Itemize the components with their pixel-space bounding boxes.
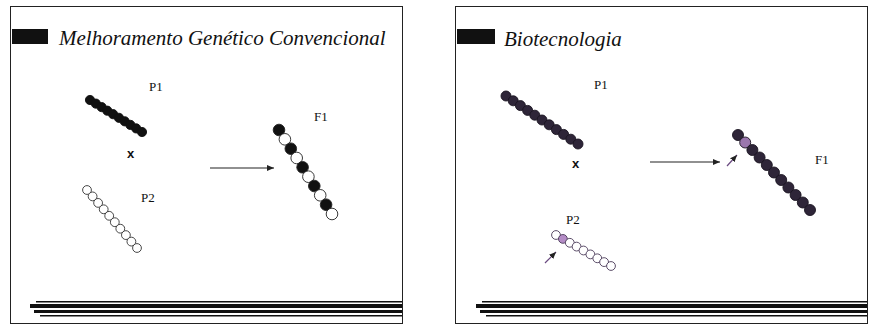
chain-label: P2 [141,191,155,204]
chain-label: x [572,157,579,170]
footer-bars [30,301,868,317]
panel-frame: Melhoramento Genético Convencional [10,6,403,324]
chain-label: P1 [594,78,608,91]
chromosome-chains [83,91,816,270]
panel-title: Melhoramento Genético Convencional [59,27,386,50]
chromosome-bead [805,205,816,216]
chromosome-bead [573,139,583,149]
chain-label: F1 [815,153,829,166]
chromosome-bead [137,127,146,136]
gene-pointer [545,252,556,263]
header-mark [457,29,495,44]
chromosome-bead [133,244,142,253]
header-mark [12,29,48,44]
cross-arrow [210,167,274,168]
panel-title: Biotecnologia [504,28,622,51]
gene-pointer [727,155,737,166]
chain-label: x [127,147,134,160]
panel-frame: Biotecnologia [455,6,868,324]
chromosome-bead [607,262,616,271]
chain-label: F1 [314,110,328,123]
chain-label: P1 [149,80,163,93]
chromosome-bead [326,208,338,220]
chain-label: P2 [566,213,580,226]
cross-arrow [650,161,720,162]
